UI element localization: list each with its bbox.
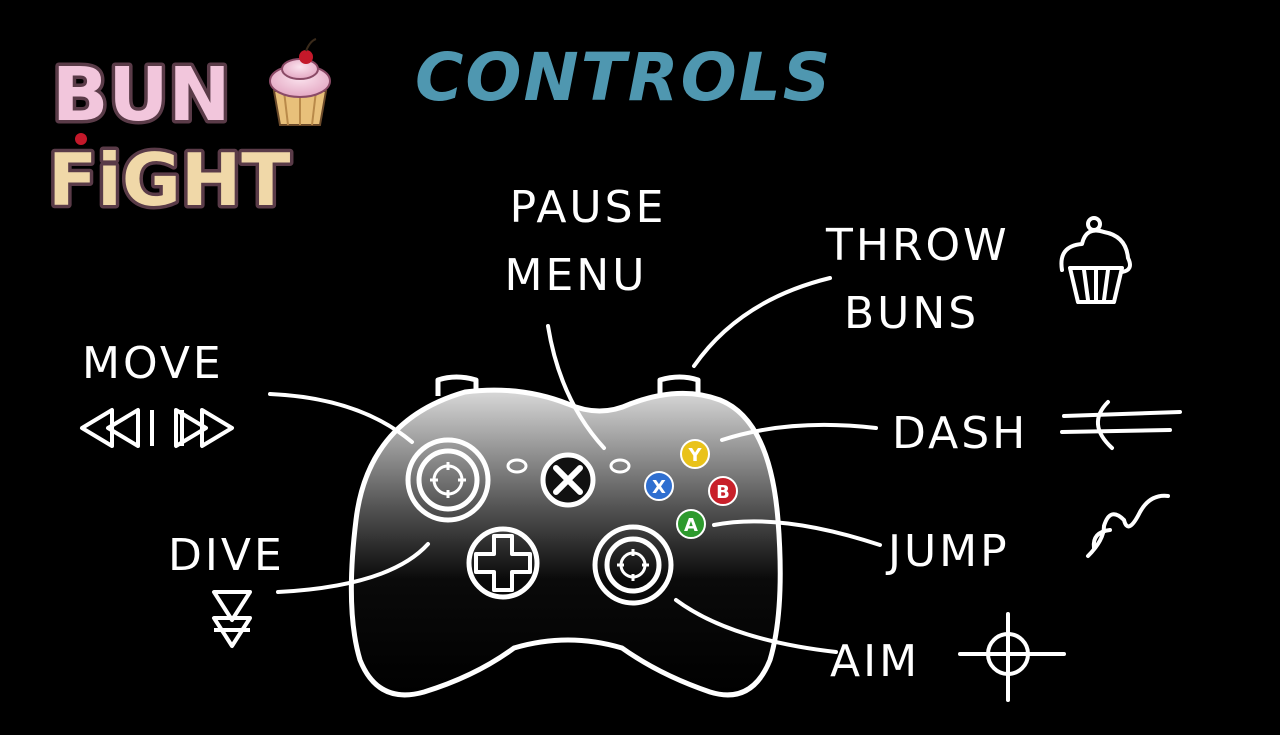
face-button-x: X bbox=[644, 471, 674, 501]
label-buns: BUNS bbox=[844, 288, 979, 339]
crosshair-icon bbox=[958, 612, 1066, 702]
label-move: MOVE bbox=[82, 338, 224, 389]
cupcake-icon bbox=[1059, 216, 1132, 304]
label-aim: AIM bbox=[830, 636, 920, 687]
label-dive: DIVE bbox=[168, 530, 285, 581]
left-bumper bbox=[435, 374, 479, 396]
dash-callout-line bbox=[720, 422, 878, 442]
logo-cherry-icon bbox=[75, 133, 87, 145]
game-logo: BUN FiGHT bbox=[45, 38, 331, 226]
page-title: CONTROLS bbox=[415, 39, 832, 116]
label-jump: JUMP bbox=[885, 526, 1010, 577]
back-button bbox=[506, 458, 528, 474]
face-button-y: Y bbox=[680, 439, 710, 469]
left-stick bbox=[405, 437, 491, 523]
move-callout-line bbox=[268, 392, 414, 444]
down-arrows-icon bbox=[212, 590, 252, 648]
face-button-b-letter: B bbox=[716, 482, 730, 503]
face-button-x-letter: X bbox=[652, 477, 666, 498]
speed-lines-icon bbox=[1060, 400, 1182, 450]
face-button-a-letter: A bbox=[684, 515, 698, 536]
jump-arc-icon bbox=[1086, 493, 1170, 558]
right-bumper bbox=[657, 374, 701, 396]
face-button-y-letter: Y bbox=[687, 445, 702, 466]
face-button-b: B bbox=[708, 476, 738, 506]
face-button-a: A bbox=[676, 509, 706, 539]
label-throw: THROW bbox=[825, 220, 1010, 271]
label-dash: DASH bbox=[892, 408, 1028, 459]
jump-callout-line bbox=[712, 519, 882, 547]
aim-callout-line bbox=[674, 598, 838, 654]
label-menu: MENU bbox=[505, 250, 648, 301]
gamepad-body bbox=[348, 387, 783, 698]
logo-cupcake-icon bbox=[269, 38, 331, 126]
pause-callout-line bbox=[546, 324, 606, 450]
callout-lines bbox=[268, 276, 882, 654]
throw-callout-line bbox=[692, 276, 832, 368]
left-right-arrows-icon bbox=[80, 408, 234, 448]
xbox-guide-icon bbox=[540, 452, 596, 508]
d-pad bbox=[466, 526, 540, 600]
logo-line-bun: BUN bbox=[52, 52, 230, 138]
gamepad-diagram: Y X B A bbox=[348, 374, 783, 698]
start-button bbox=[609, 458, 631, 474]
label-pause: PAUSE bbox=[510, 182, 667, 233]
dive-callout-line bbox=[276, 542, 430, 594]
right-stick bbox=[592, 524, 674, 606]
logo-line-fight: FiGHT bbox=[48, 138, 290, 222]
control-labels: PAUSE MENU THROW BUNS MOVE DASH JUMP DIV… bbox=[82, 182, 1028, 687]
